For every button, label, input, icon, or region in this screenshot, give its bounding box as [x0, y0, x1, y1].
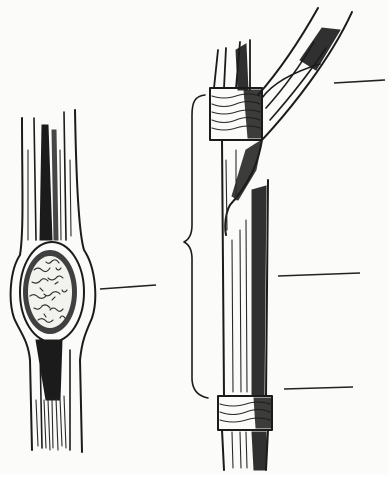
stem-bottom-hatching [232, 432, 247, 468]
right-stem-drawing [184, 8, 385, 470]
internode-shade [252, 186, 266, 396]
left-stem-core-upper-2 [52, 130, 58, 240]
label-line-leaf-sheath [334, 80, 385, 83]
internode-bracket [184, 95, 208, 398]
label-line-lower-node [284, 387, 353, 389]
upper-node-shade [244, 90, 262, 138]
left-stem-inner-wall-2 [64, 112, 66, 240]
internode-right-edge [266, 180, 268, 396]
label-line-internode [278, 273, 360, 276]
left-stem-section [11, 110, 156, 452]
left-stem-inner-wall-1 [34, 118, 36, 240]
lower-node-shade [254, 398, 272, 428]
stem-bottom-shade [252, 432, 266, 470]
internode-left-edge [222, 140, 224, 396]
left-stem-core-upper [40, 125, 52, 240]
left-stem-outer-wall-right [75, 110, 95, 452]
stem-top-tip-shade [236, 44, 248, 90]
label-line-node [100, 285, 156, 289]
